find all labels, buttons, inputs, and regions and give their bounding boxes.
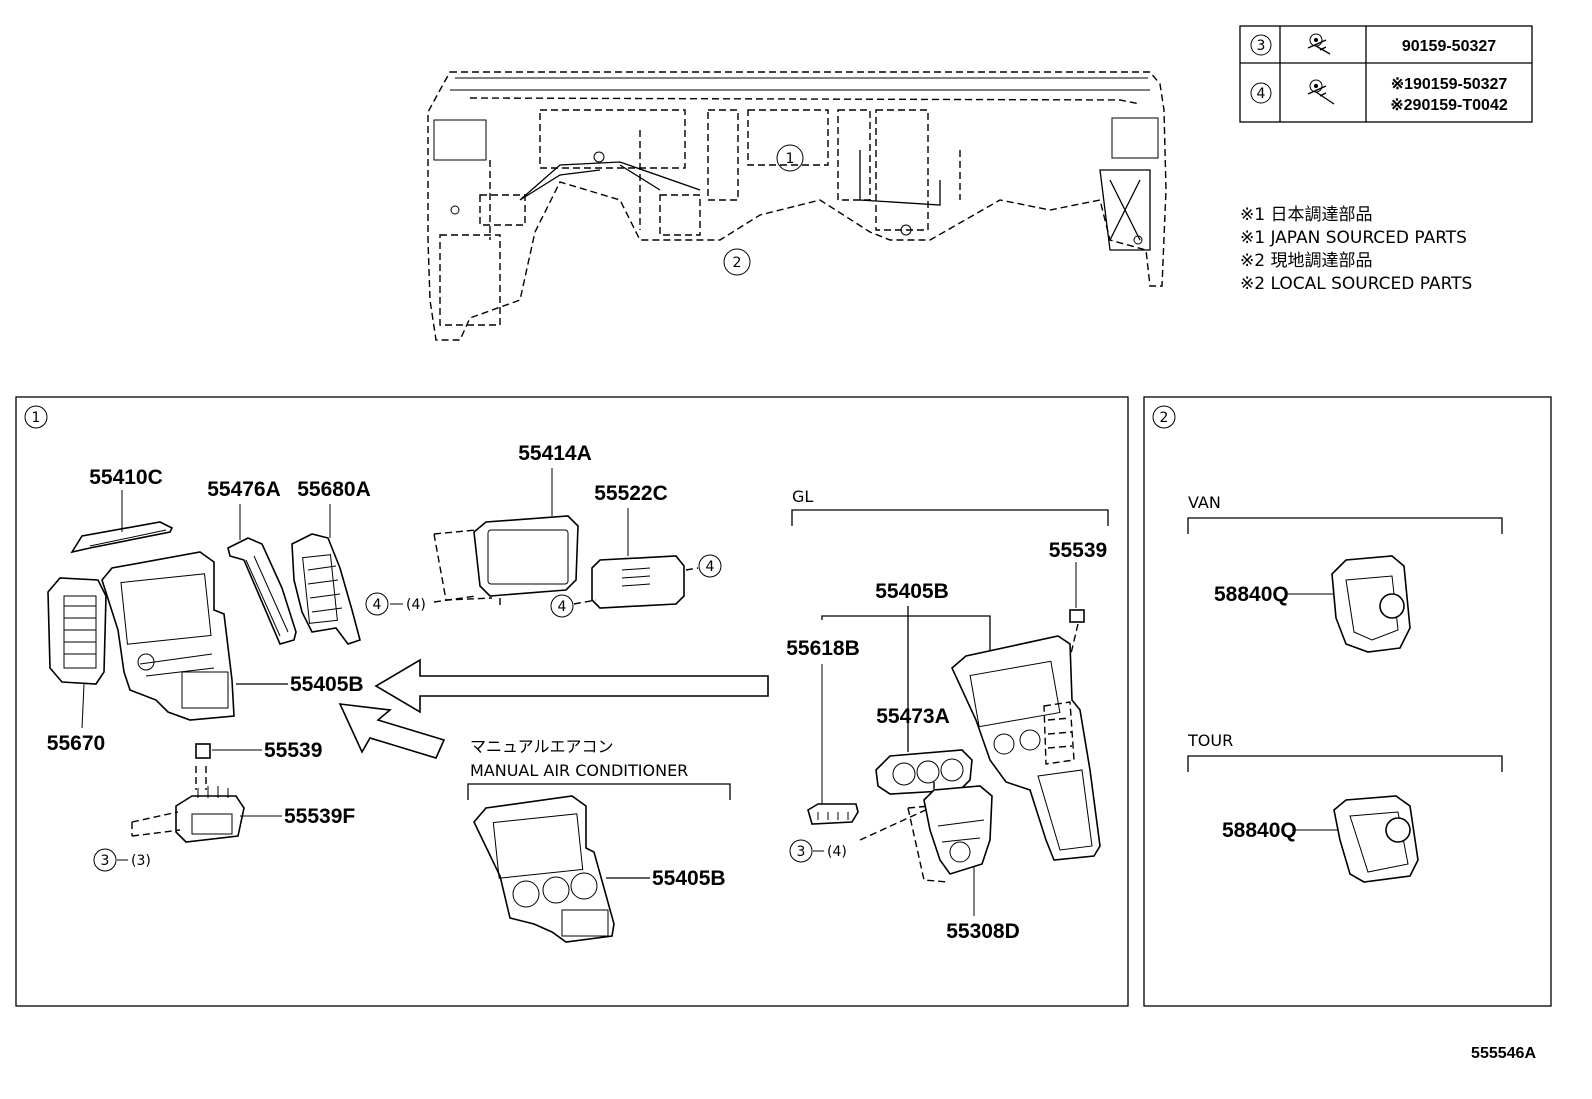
part-55405B-main: 55405B xyxy=(290,673,364,696)
callout-4-b: 4 xyxy=(558,599,567,615)
part-55405B-gl: 55405B xyxy=(875,580,949,603)
part-55405B-manual: 55405B xyxy=(652,867,726,890)
panel-2: 2 VAN 58840Q TOUR 58840Q xyxy=(1143,396,1552,1007)
part-55405B-manual-drawing xyxy=(473,795,615,943)
part-55308D-drawing xyxy=(923,785,993,875)
part-55539-gl: 55539 xyxy=(1049,539,1107,562)
part-55414A-drawing xyxy=(473,515,579,597)
table-part-90159-50327: 90159-50327 xyxy=(1402,38,1496,55)
arrow-from-manual xyxy=(338,703,446,759)
label-manual-en: MANUAL AIR CONDITIONER xyxy=(470,761,688,780)
part-55410C: 55410C xyxy=(89,466,163,489)
callout-4-a-qty: (4) xyxy=(406,597,426,613)
part-55670-drawing xyxy=(47,577,107,685)
panel-2-number: 2 xyxy=(1160,410,1169,426)
label-van: VAN xyxy=(1188,493,1221,512)
part-55680A-drawing xyxy=(291,533,361,645)
bolt-icon xyxy=(1307,79,1335,105)
table-part-japan: ※190159-50327 xyxy=(1391,76,1508,93)
label-gl: GL xyxy=(792,487,813,506)
part-55618B: 55618B xyxy=(786,637,860,660)
dashboard-overview: 1 2 xyxy=(427,71,1167,341)
part-55670: 55670 xyxy=(47,732,105,755)
panel-1-number: 1 xyxy=(32,410,41,426)
callout-3-left-qty: (3) xyxy=(131,853,151,869)
callout-3-gl-qty: (4) xyxy=(827,844,847,860)
label-manual-jp: マニュアルエアコン xyxy=(470,737,614,756)
part-58840Q-tour: 58840Q xyxy=(1222,819,1297,842)
label-tour: TOUR xyxy=(1187,731,1233,750)
part-55539F-drawing xyxy=(175,795,245,843)
part-55476A-drawing xyxy=(227,537,297,645)
note-japan-jp: ※1 日本調達部品 xyxy=(1240,205,1372,225)
panel-1: 1 55410C 55670 55405B 55476A 55680A xyxy=(15,396,1129,1007)
part-55539-gl-drawing xyxy=(1069,609,1085,623)
part-58840Q-van: 58840Q xyxy=(1214,583,1289,606)
callout-4-a: 4 xyxy=(373,597,382,613)
table-row-4-circle: 4 xyxy=(1257,86,1266,102)
part-55680A: 55680A xyxy=(297,478,371,501)
part-55618B-drawing xyxy=(807,803,859,825)
part-55522C-drawing xyxy=(591,555,685,609)
note-japan-en: ※1 JAPAN SOURCED PARTS xyxy=(1240,228,1467,248)
bolt-icon xyxy=(1307,33,1331,55)
callout-circle xyxy=(776,144,804,172)
note-local-en: ※2 LOCAL SOURCED PARTS xyxy=(1240,274,1472,294)
callout-1-overview: 1 xyxy=(786,151,795,167)
part-55539-left-drawing xyxy=(195,743,211,759)
part-55405B-main-drawing xyxy=(101,551,235,721)
part-55414A: 55414A xyxy=(518,442,592,465)
part-55473A-drawing xyxy=(875,749,973,795)
table-part-local: ※290159-T0042 xyxy=(1390,97,1508,114)
fastener-table: 3 4 90159-50327 ※190159-50327 ※290159-T0… xyxy=(1239,25,1533,123)
part-55539F: 55539F xyxy=(284,805,355,828)
part-55473A: 55473A xyxy=(876,705,950,728)
sourcing-notes: ※1 日本調達部品 ※1 JAPAN SOURCED PARTS ※2 現地調達… xyxy=(1240,205,1472,294)
callout-2-overview: 2 xyxy=(733,255,742,271)
callout-3-gl: 3 xyxy=(797,844,806,860)
figure-id: 555546A xyxy=(1471,1045,1536,1062)
table-row-3-circle: 3 xyxy=(1257,38,1266,54)
part-55522C: 55522C xyxy=(594,482,668,505)
part-55476A: 55476A xyxy=(207,478,281,501)
part-55308D: 55308D xyxy=(946,920,1020,943)
part-55539-left: 55539 xyxy=(264,739,322,762)
callout-4-c: 4 xyxy=(706,559,715,575)
callout-3-left: 3 xyxy=(101,853,110,869)
part-55405B-gl-drawing xyxy=(951,635,1101,861)
note-local-jp: ※2 現地調達部品 xyxy=(1240,251,1372,271)
callout-circle xyxy=(723,248,751,276)
arrow-from-gl xyxy=(374,658,769,714)
